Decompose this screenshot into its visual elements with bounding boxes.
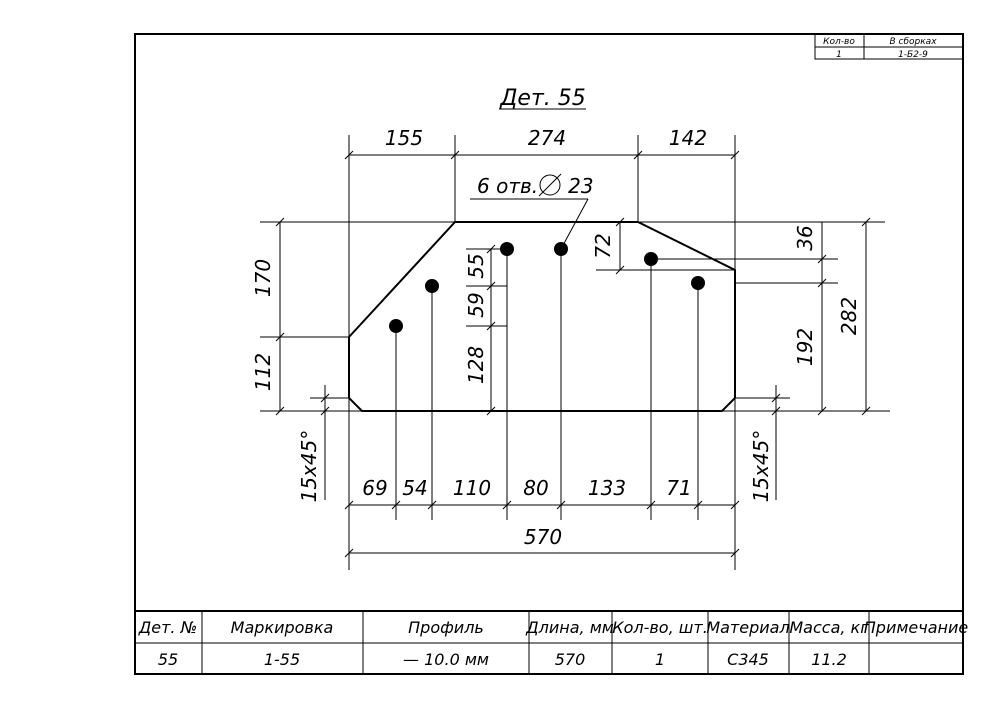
dim-bottom-80: 80 bbox=[523, 476, 548, 500]
table-cell-part-no: 55 bbox=[158, 650, 178, 669]
dim-top-left: 155 bbox=[385, 126, 423, 150]
left-dimension-lines bbox=[275, 217, 496, 416]
stamp-qty-value: 1 bbox=[836, 50, 842, 60]
dim-chamfer-left: 15х45° bbox=[297, 430, 321, 503]
hole-4 bbox=[554, 242, 568, 256]
stamp-assemblies-header: В сборках bbox=[889, 37, 937, 47]
table-cell-length: 570 bbox=[555, 650, 586, 669]
dim-hole-55: 55 bbox=[464, 253, 488, 278]
table-header-profile: Профиль bbox=[408, 618, 484, 637]
dim-72-lines bbox=[615, 217, 625, 275]
hole-2 bbox=[425, 279, 439, 293]
dim-right-192: 192 bbox=[793, 328, 817, 366]
dim-bottom-54: 54 bbox=[402, 476, 427, 500]
hole-5 bbox=[644, 252, 658, 266]
drawing-frame bbox=[134, 33, 964, 675]
holes-label: 6 отв. 23 bbox=[477, 174, 594, 198]
part-bevel-line bbox=[637, 221, 736, 271]
dim-hole-72: 72 bbox=[591, 233, 615, 258]
table-header-part-no: Дет. № bbox=[138, 618, 197, 637]
diameter-icon-slash bbox=[538, 173, 562, 197]
table-header-material: Материал bbox=[706, 618, 789, 637]
holes bbox=[389, 242, 705, 333]
table-cell-marking: 1-55 bbox=[264, 650, 300, 669]
diameter-icon bbox=[539, 174, 561, 196]
dim-left-lower: 112 bbox=[251, 353, 275, 391]
stamp-qty-header: Кол-во bbox=[823, 37, 855, 47]
hole-1 bbox=[389, 319, 403, 333]
extension-lines bbox=[260, 135, 890, 570]
hole-6 bbox=[691, 276, 705, 290]
part-title: Дет. 55 bbox=[499, 86, 586, 111]
assembly-stamp: Кол-во В сборках 1 1-Б2-9 bbox=[814, 33, 964, 60]
dim-bottom-110: 110 bbox=[453, 476, 491, 500]
dim-bottom-133: 133 bbox=[588, 476, 626, 500]
spec-table bbox=[135, 610, 963, 674]
dim-top-right: 142 bbox=[669, 126, 707, 150]
holes-count: 6 отв. bbox=[477, 174, 538, 198]
table-header-note: Примечание bbox=[864, 618, 969, 637]
table-cell-material: С345 bbox=[727, 650, 769, 669]
table-cell-profile: — 10.0 мм bbox=[403, 650, 489, 669]
table-header-length: Длина, мм bbox=[525, 618, 614, 637]
holes-diameter: 23 bbox=[568, 174, 593, 198]
dim-right-36: 36 bbox=[793, 225, 817, 250]
top-dimension-lines bbox=[344, 150, 740, 160]
dim-right-282: 282 bbox=[837, 297, 861, 335]
bottom-dimension-lines bbox=[344, 500, 740, 558]
table-cell-mass: 11.2 bbox=[811, 650, 847, 669]
table-cell-qty: 1 bbox=[655, 650, 665, 669]
right-dimension-lines bbox=[817, 217, 871, 416]
table-header-mass: Масса, кг bbox=[789, 618, 869, 637]
dim-hole-128: 128 bbox=[464, 346, 488, 384]
holes-leader-line bbox=[560, 198, 589, 250]
hole-3 bbox=[500, 242, 514, 256]
part-outline bbox=[348, 221, 736, 412]
dim-total-length: 570 bbox=[524, 525, 562, 549]
table-header-marking: Маркировка bbox=[231, 618, 334, 637]
chamfer-dimension-lines bbox=[320, 385, 781, 500]
dim-left-upper: 170 bbox=[251, 259, 275, 297]
table-header-qty: Кол-во, шт. bbox=[612, 618, 708, 637]
stamp-assemblies-value: 1-Б2-9 bbox=[898, 50, 928, 60]
dim-chamfer-right: 15х45° bbox=[749, 430, 773, 503]
dim-hole-59: 59 bbox=[464, 292, 488, 317]
dim-bottom-71: 71 bbox=[666, 476, 691, 500]
dim-bottom-69: 69 bbox=[362, 476, 387, 500]
dim-top-mid: 274 bbox=[528, 126, 566, 150]
